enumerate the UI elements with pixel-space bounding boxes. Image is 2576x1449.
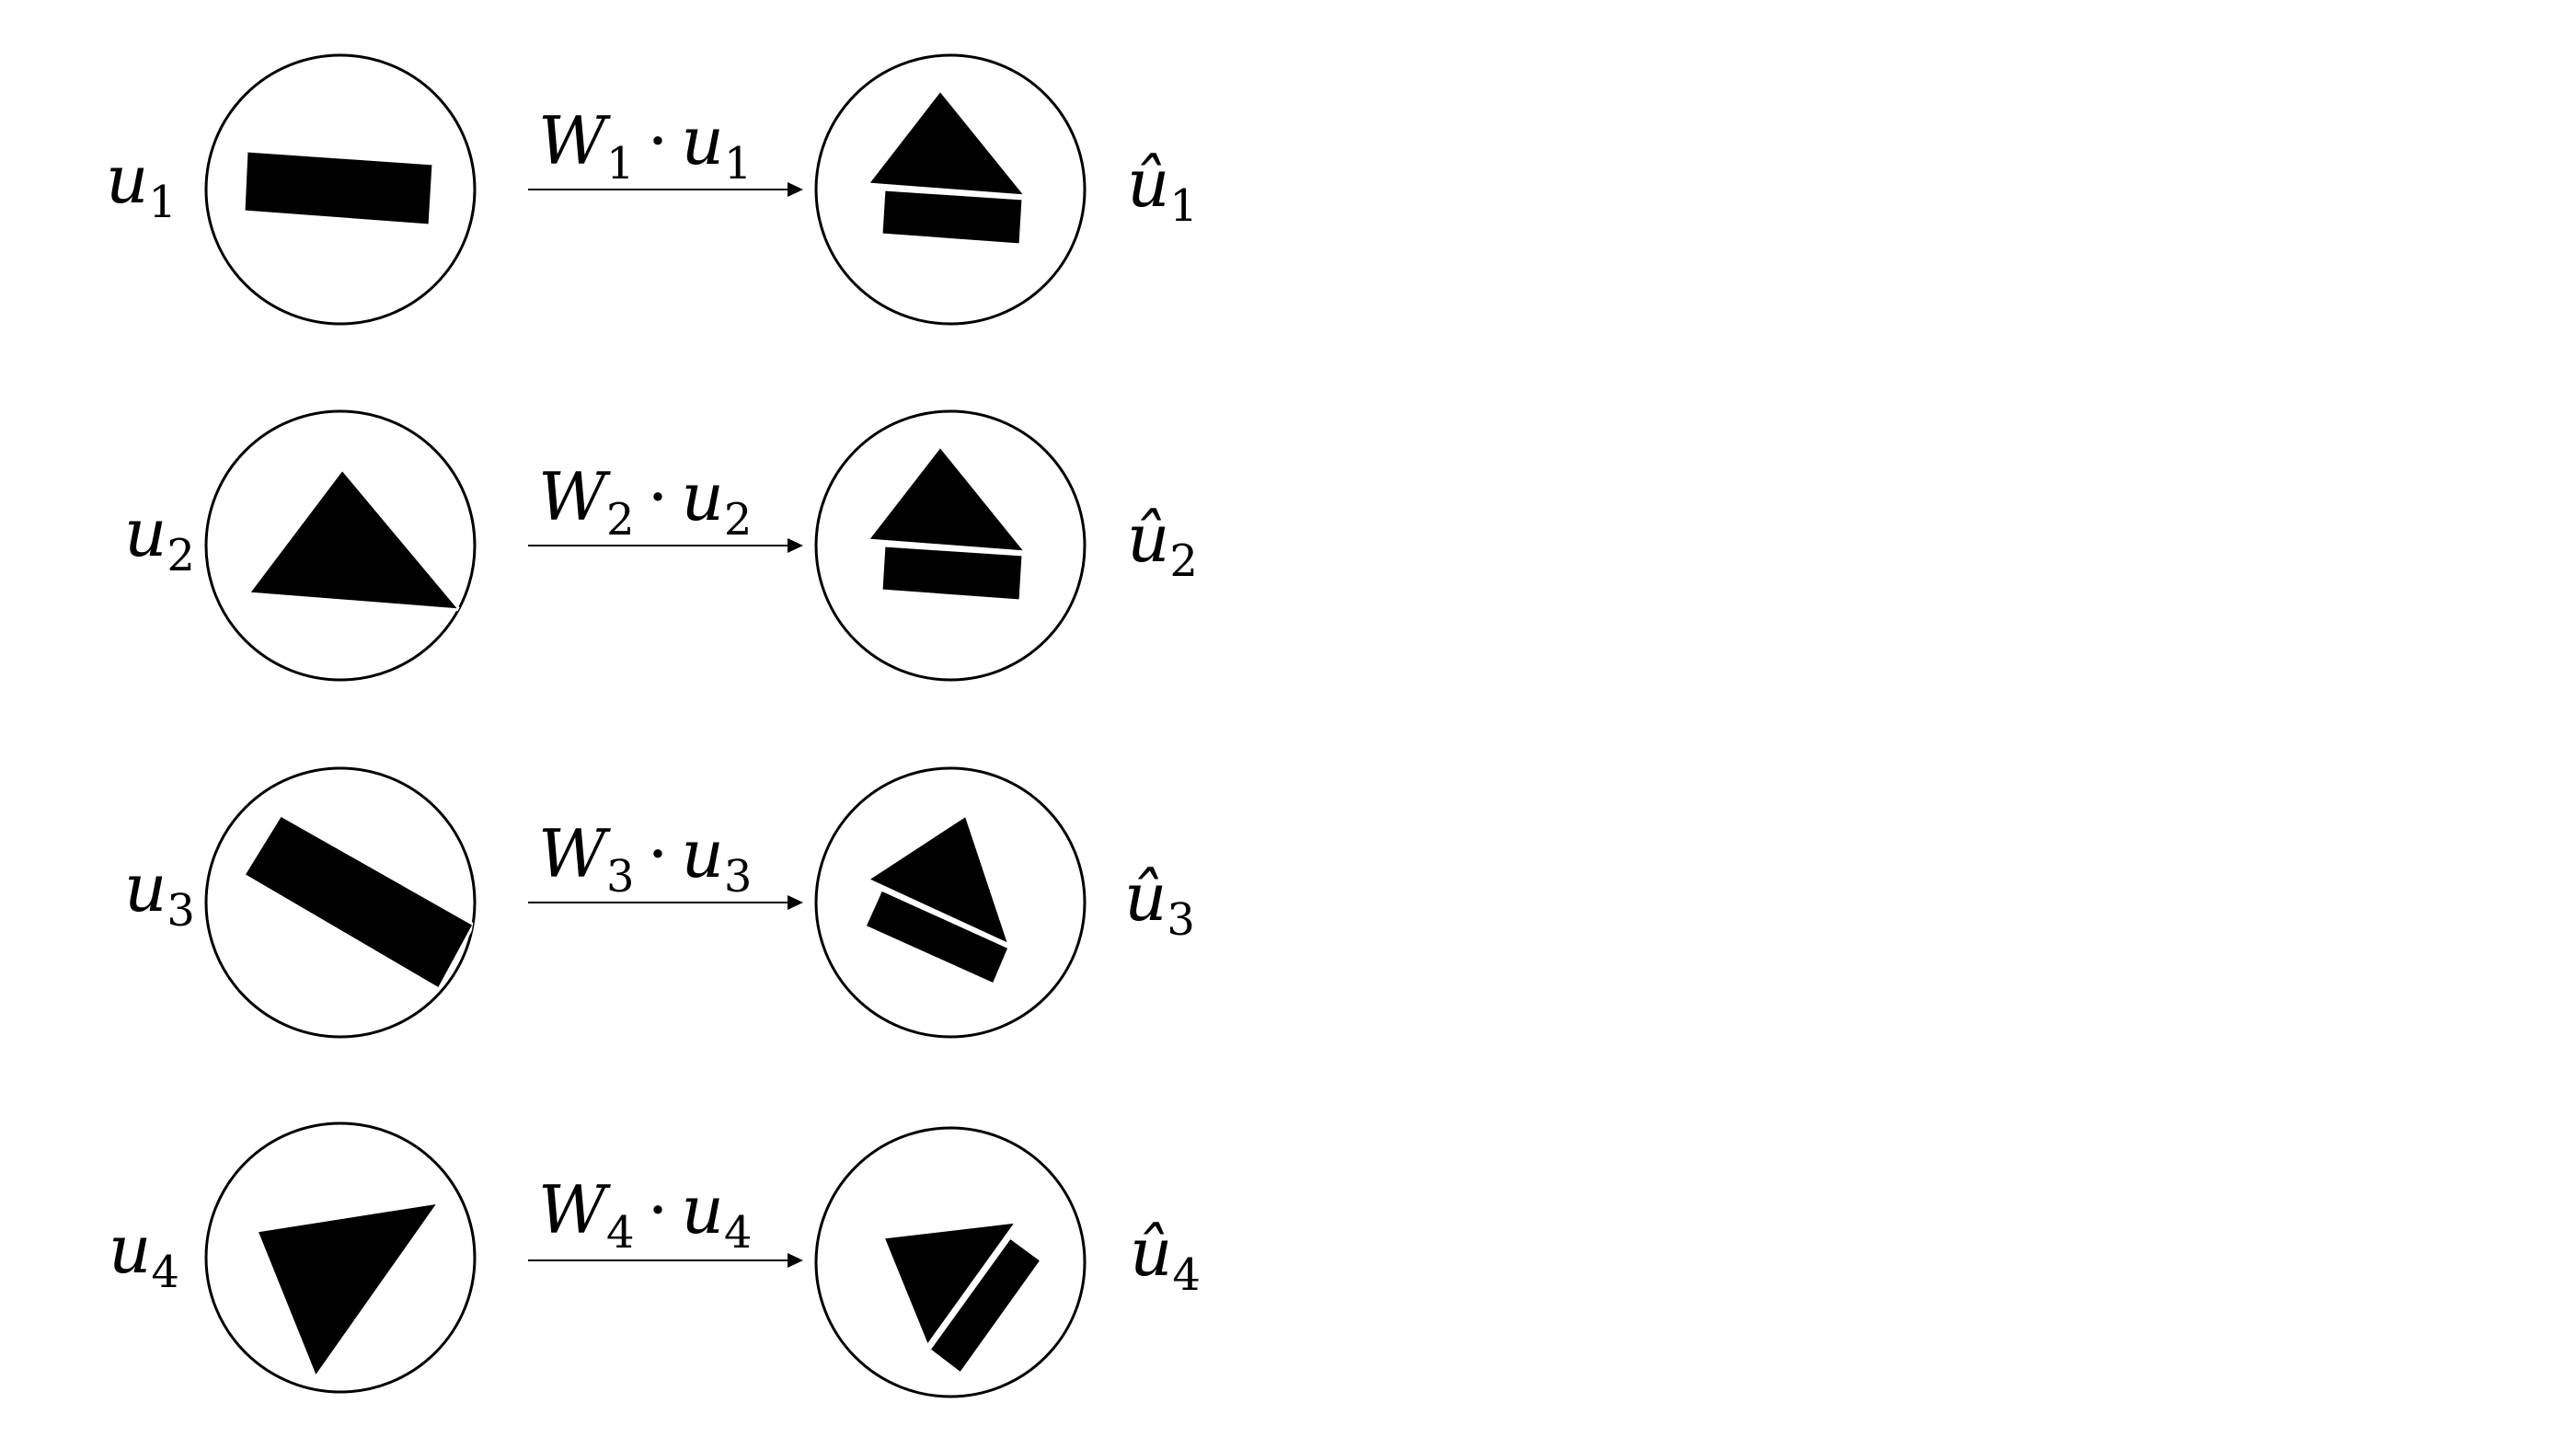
input-label-4: u4 (109, 1211, 179, 1298)
transform-label-3-w: W (538, 815, 611, 892)
input-part-rectangle-1 (242, 149, 435, 227)
output-label-2-base: û (1127, 500, 1169, 577)
transform-arrowhead-2 (788, 538, 803, 553)
transform-label-1-u: u (681, 102, 723, 179)
transform-label-2-w: W (538, 458, 611, 535)
transform-arrowhead-4 (788, 1253, 803, 1268)
transform-label-4-u-sub: 4 (724, 1207, 753, 1259)
input-label-3-sub: 3 (167, 885, 195, 937)
transform-label-1: W1·u1 (538, 102, 752, 190)
input-label-4-sub: 4 (151, 1247, 179, 1298)
input-part-triangle-4 (254, 1200, 443, 1381)
output-house-3 (863, 812, 1012, 986)
transform-label-3-dot: · (648, 815, 669, 892)
transform-label-2-dot: · (648, 458, 669, 535)
transform-label-4-dot: · (648, 1171, 669, 1248)
transform-label-2-w-sub: 2 (606, 494, 635, 546)
row-3: u3 W3·u3 û3 (124, 766, 1195, 1039)
transform-label-1-w: W (538, 102, 611, 179)
transform-label-4: W4·u4 (538, 1171, 752, 1259)
transform-label-2: W2·u2 (538, 458, 752, 546)
input-label-3: u3 (124, 849, 195, 937)
transform-label-3: W3·u3 (538, 815, 752, 903)
input-label-1-sub: 1 (148, 177, 177, 228)
row-1: u1 W1·u1 û1 (106, 53, 1198, 326)
output-label-1-base: û (1127, 144, 1169, 222)
output-roof-2 (865, 443, 1029, 554)
input-part-triangle-2 (246, 466, 464, 612)
input-label-3-base: u (124, 849, 167, 926)
transform-label-2-u-sub: 2 (724, 494, 753, 546)
output-label-2: û2 (1127, 500, 1198, 587)
output-body-3 (863, 888, 1011, 986)
output-roof-4 (880, 1220, 1020, 1350)
row-2: u2 W2·u2 û2 (124, 409, 1198, 682)
output-roof-1 (865, 87, 1029, 198)
output-house-1 (865, 87, 1029, 247)
transform-label-2-u: u (681, 458, 723, 535)
output-roof-3 (864, 812, 1012, 948)
transform-label-1-w-sub: 1 (606, 138, 635, 190)
transform-arrowhead-1 (788, 182, 803, 197)
output-body-4 (926, 1235, 1044, 1376)
output-label-2-sub: 2 (1169, 535, 1198, 587)
output-label-1-sub: 1 (1169, 180, 1198, 232)
input-label-2-sub: 2 (167, 530, 195, 581)
row-4: u4 W4·u4 û4 (109, 1121, 1201, 1398)
transform-label-3-u-sub: 3 (724, 851, 753, 903)
output-body-2 (880, 544, 1025, 603)
output-label-3-base: û (1124, 858, 1167, 936)
input-part-rectangle-3 (241, 812, 475, 992)
input-label-2-base: u (124, 494, 167, 571)
transform-label-3-w-sub: 3 (606, 851, 635, 903)
transform-label-3-u: u (681, 815, 723, 892)
output-label-4-base: û (1130, 1213, 1172, 1291)
output-label-1: û1 (1127, 144, 1198, 232)
output-house-4 (880, 1220, 1044, 1376)
transform-arrowhead-3 (788, 895, 803, 910)
input-label-1-base: u (106, 141, 148, 218)
input-label-4-base: u (109, 1211, 151, 1288)
transform-label-4-w-sub: 4 (606, 1207, 635, 1259)
input-label-1: u1 (106, 141, 177, 228)
transform-label-4-w: W (538, 1171, 611, 1248)
transform-label-4-u: u (681, 1171, 723, 1248)
transform-label-1-u-sub: 1 (724, 138, 753, 190)
output-label-4-sub: 4 (1172, 1249, 1201, 1301)
output-label-4: û4 (1130, 1213, 1201, 1301)
transform-label-1-dot: · (648, 102, 669, 179)
output-house-2 (865, 443, 1029, 603)
output-body-1 (880, 188, 1025, 247)
input-label-2: u2 (124, 494, 195, 581)
output-label-3-sub: 3 (1167, 894, 1195, 946)
output-label-3: û3 (1124, 858, 1195, 946)
